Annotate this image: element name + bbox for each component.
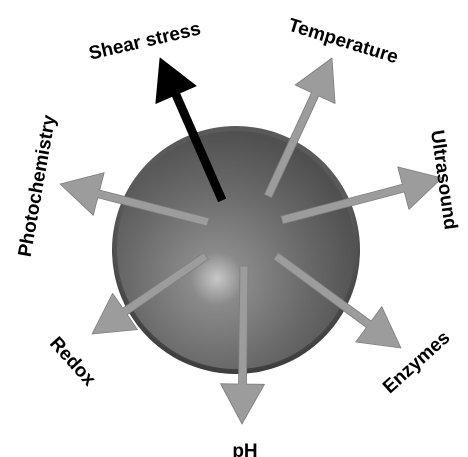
photochemistry-label: Photochemistry (15, 113, 61, 258)
ph-label: pH (232, 441, 257, 457)
temperature-label: Temperature (286, 15, 401, 68)
particle-sphere (117, 131, 355, 369)
redox-label: Redox (45, 333, 100, 391)
shear-stress-label: Shear stress (87, 18, 203, 64)
